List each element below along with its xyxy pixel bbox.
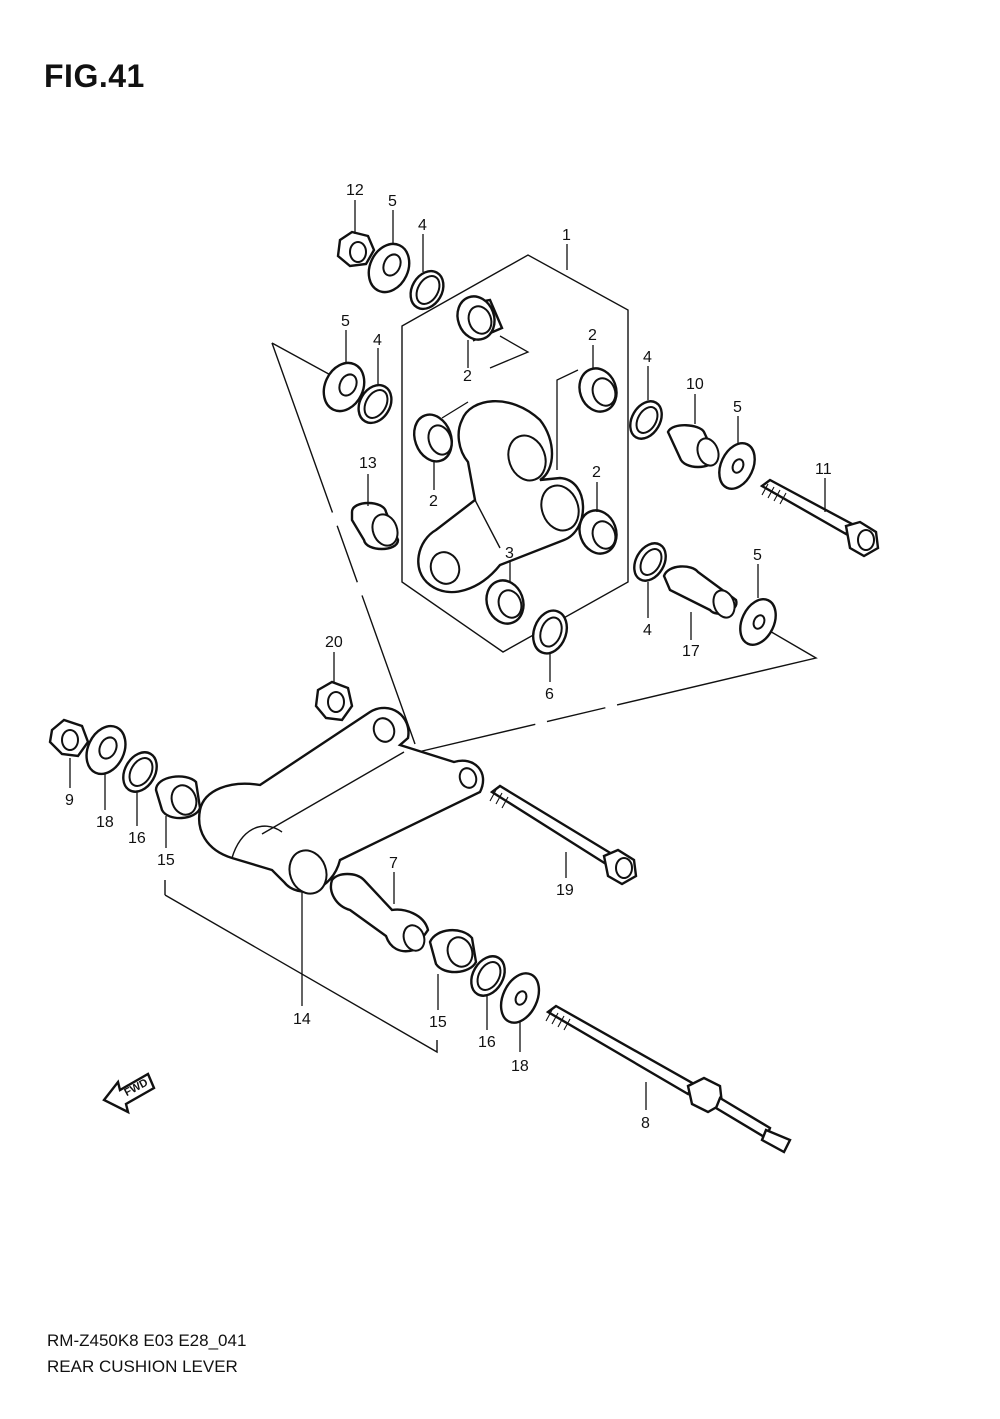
part-15-bearing-left (154, 775, 202, 820)
callout-labels: 12 5 4 1 5 4 2 2 4 10 5 13 2 2 11 3 5 4 … (65, 182, 832, 1132)
part-16-seal-right (470, 955, 506, 997)
fwd-arrow-icon: FWD (102, 1072, 156, 1115)
part-18-washer-right (499, 972, 541, 1024)
figure-title: FIG.41 (44, 58, 145, 94)
callout-7: 7 (389, 855, 398, 872)
callout-11: 11 (815, 461, 832, 478)
part-2-bearing-a (456, 295, 504, 342)
part-16-seal-left (122, 751, 158, 793)
callout-leaders (69, 200, 826, 1110)
part-10-spacer (666, 424, 720, 469)
callout-9: 9 (65, 792, 74, 809)
callout-13: 13 (359, 455, 377, 472)
part-5-washer-left (322, 361, 366, 413)
callout-17: 17 (682, 643, 700, 660)
part-18-washer-left (85, 724, 127, 776)
part-4-seal-right-a (629, 400, 663, 440)
callout-2: 2 (429, 493, 438, 510)
callout-1: 1 (562, 227, 571, 244)
callout-18: 18 (96, 814, 114, 831)
model-code: RM-Z450K8 E03 E28_041 (47, 1331, 247, 1350)
callout-16: 16 (478, 1034, 496, 1051)
callout-2: 2 (592, 464, 601, 481)
callout-2: 2 (588, 327, 597, 344)
callout-19: 19 (556, 882, 574, 899)
assembly-outline-1 (401, 254, 629, 653)
part-14-cushion-lever (197, 706, 485, 895)
part-5-washer-right-a (718, 442, 756, 490)
callout-18: 18 (511, 1058, 529, 1075)
part-2-bearing-d (578, 509, 618, 555)
part-2-bearing-b (578, 367, 618, 413)
part-5-washer-top (367, 242, 411, 294)
figure-name: REAR CUSHION LEVER (47, 1357, 238, 1376)
part-7-collar (329, 872, 430, 953)
callout-5: 5 (388, 193, 397, 210)
part-13-spacer (350, 501, 400, 551)
callout-10: 10 (686, 376, 704, 393)
leader-box-right (417, 629, 818, 753)
callout-4: 4 (418, 217, 427, 234)
part-4-seal-right-b (633, 542, 667, 582)
callout-5: 5 (341, 313, 350, 330)
callout-12: 12 (346, 182, 364, 199)
part-15-bearing-right (428, 929, 478, 974)
part-9-nut (48, 718, 90, 758)
callout-6: 6 (545, 686, 554, 703)
leader-box-bottom (164, 894, 438, 1054)
callout-4: 4 (643, 349, 652, 366)
callout-20: 20 (325, 634, 343, 651)
callout-8: 8 (641, 1115, 650, 1132)
part-8-long-bolt (545, 1004, 792, 1154)
part-2-bearing-c (412, 413, 454, 463)
callout-4: 4 (373, 332, 382, 349)
part-1-cushion-rod (417, 400, 585, 594)
part-5-washer-right-b (739, 598, 777, 646)
part-4-seal-top (409, 269, 445, 311)
callout-16: 16 (128, 830, 146, 847)
part-12-nut (336, 230, 376, 268)
callout-2: 2 (463, 368, 472, 385)
part-6-seal (531, 609, 569, 655)
part-11-bolt (759, 478, 880, 558)
part-3-bearing (485, 579, 525, 625)
callout-3: 3 (505, 545, 514, 562)
callout-15: 15 (429, 1014, 447, 1031)
callout-5: 5 (753, 547, 762, 564)
callout-14: 14 (293, 1011, 311, 1028)
callout-15: 15 (157, 852, 175, 869)
callout-5: 5 (733, 399, 742, 416)
leader-box-long-left (271, 342, 416, 745)
part-4-seal-left (357, 383, 393, 425)
callout-4: 4 (643, 622, 652, 639)
part-19-bolt (489, 784, 638, 886)
part-20-nut (314, 680, 354, 722)
part-17-spacer (662, 565, 738, 619)
